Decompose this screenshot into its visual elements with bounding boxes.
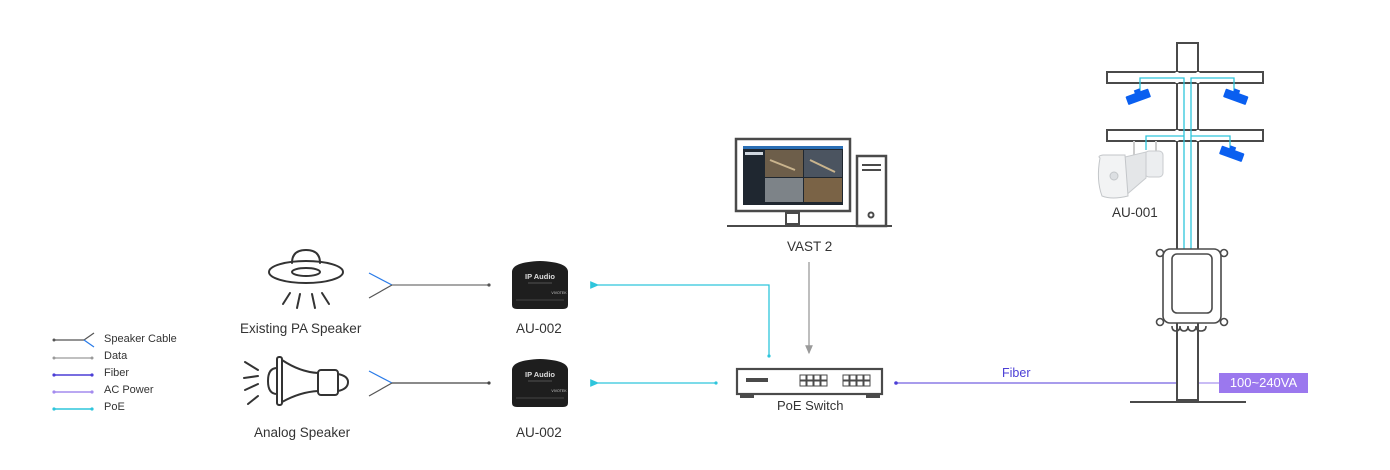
ceiling-speaker-icon bbox=[268, 248, 344, 309]
au002-bottom-device-text: IP Audio bbox=[525, 370, 555, 379]
camera-icon-top-right bbox=[1223, 88, 1249, 105]
speaker-cable-bottom bbox=[368, 370, 491, 397]
au002-top-label: AU-002 bbox=[516, 321, 562, 336]
poe-line-to-au002-bottom bbox=[590, 379, 718, 387]
poe-line-to-au002-top bbox=[590, 281, 771, 358]
legend-label-fiber: Fiber bbox=[104, 367, 130, 379]
poe-switch-label: PoE Switch bbox=[777, 398, 844, 413]
speaker-cable-top bbox=[368, 272, 491, 299]
legend-label-ac-power: AC Power bbox=[104, 384, 154, 396]
legend-label-data: Data bbox=[104, 350, 128, 362]
vast-workstation-icon bbox=[727, 137, 892, 228]
fiber-line bbox=[894, 331, 1181, 385]
legend-label-speaker-cable: Speaker Cable bbox=[104, 333, 177, 345]
pole-poe-lines bbox=[1139, 77, 1235, 250]
au002-top-device-text: IP Audio bbox=[525, 272, 555, 281]
legend-line-fiber bbox=[52, 373, 94, 377]
horn-speaker-au001-icon bbox=[1097, 141, 1164, 199]
legend-line-data bbox=[52, 356, 94, 360]
megaphone-speaker-icon bbox=[243, 356, 349, 406]
au002-device-top: IP Audio VIVOTEK bbox=[512, 261, 568, 309]
analog-speaker-label: Analog Speaker bbox=[254, 425, 351, 440]
legend-lines bbox=[52, 332, 95, 411]
legend-line-poe bbox=[52, 407, 94, 411]
legend-line-speaker-cable bbox=[52, 332, 95, 348]
camera-icon-middle-right bbox=[1219, 145, 1245, 162]
au002-bottom-label: AU-002 bbox=[516, 425, 562, 440]
fiber-connection-label: Fiber bbox=[1002, 366, 1031, 380]
au002-top-brand: VIVOTEK bbox=[551, 291, 567, 295]
au002-device-bottom: IP Audio VIVOTEK bbox=[512, 359, 568, 407]
pa-speaker-label: Existing PA Speaker bbox=[240, 321, 362, 336]
au002-bottom-brand: VIVOTEK bbox=[551, 389, 567, 393]
poe-switch-icon bbox=[735, 367, 884, 398]
outdoor-enclosure-icon bbox=[1155, 248, 1229, 332]
au001-label: AU-001 bbox=[1112, 205, 1158, 220]
legend-line-ac-power bbox=[52, 390, 94, 394]
ac-power-badge: 100~240VA bbox=[1219, 373, 1308, 393]
camera-icon-top-left bbox=[1125, 88, 1151, 105]
vast-label: VAST 2 bbox=[787, 239, 833, 254]
legend-label-poe: PoE bbox=[104, 401, 125, 413]
